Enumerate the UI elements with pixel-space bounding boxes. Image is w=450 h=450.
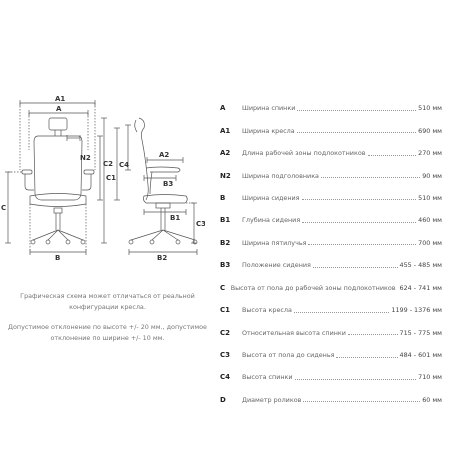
label-c1: C1 xyxy=(106,174,116,182)
label-b: B xyxy=(55,254,60,262)
spec-row: C Высота от пола до рабочей зоны подлокот… xyxy=(220,277,442,299)
spec-name: Ширина подголовника xyxy=(242,171,321,180)
dotted-leader xyxy=(367,154,417,156)
spec-value: 510 мм xyxy=(416,193,442,202)
spec-row: C1 Высота кресла 1199 - 1376 мм xyxy=(220,299,442,321)
dotted-leader xyxy=(312,266,398,268)
spec-name: Ширина пятилучья xyxy=(242,238,309,247)
spec-row: A Ширина спинки 510 мм xyxy=(220,97,442,119)
spec-name: Высота кресла xyxy=(242,306,294,315)
spec-table: A Ширина спинки 510 мм A1 Ширина кресла 690 м… xyxy=(220,97,442,411)
dotted-leader xyxy=(301,199,417,201)
dotted-leader xyxy=(347,334,398,336)
front-view-chair xyxy=(5,100,107,255)
label-b2: B2 xyxy=(157,254,167,262)
label-a2: A2 xyxy=(159,151,169,159)
spec-name: Ширина спинки xyxy=(242,104,298,113)
dotted-leader xyxy=(303,401,421,403)
spec-value: 1199 - 1376 мм xyxy=(389,306,442,315)
label-a1: A1 xyxy=(55,95,65,103)
spec-value: 710 мм xyxy=(416,373,442,382)
dotted-leader xyxy=(296,132,417,134)
spec-row: C4 Высота спинки 710 мм xyxy=(220,366,442,388)
spec-code: B3 xyxy=(220,261,231,270)
spec-code: A1 xyxy=(220,126,231,135)
spec-name: Ширина кресла xyxy=(242,126,297,135)
label-c3: C3 xyxy=(196,220,205,228)
spec-code: N2 xyxy=(220,171,231,180)
label-n2: N2 xyxy=(80,154,91,162)
spec-value: 484 - 601 мм xyxy=(397,351,442,360)
spec-value: 510 мм xyxy=(416,104,442,113)
dotted-leader xyxy=(294,378,417,380)
spec-row: A1 Ширина кресла 690 мм xyxy=(220,119,442,141)
side-view-chair xyxy=(114,117,198,255)
spec-row: C2 Относительная высота спинки 715 - 775 м… xyxy=(220,321,442,343)
spec-code: D xyxy=(220,395,226,404)
note-tolerance: Допустимое отклонение по высоте +/- 20 м… xyxy=(8,323,207,342)
spec-name: Высота спинки xyxy=(242,373,295,382)
spec-value: 90 мм xyxy=(420,171,442,180)
spec-value: 715 - 775 мм xyxy=(397,328,442,337)
chair-dimension-drawings: A1 A N2 C2 C1 C B A2 B3 B1 C3 C4 B2 xyxy=(0,90,205,270)
spec-code: C1 xyxy=(220,306,231,315)
label-c4: C4 xyxy=(119,161,129,169)
spec-name: Глубина сидения xyxy=(242,216,303,225)
spec-row: N2 Ширина подголовника 90 мм xyxy=(220,164,442,186)
label-c2: C2 xyxy=(103,160,113,168)
spec-code: B xyxy=(220,193,226,202)
spec-row: B3 Положение сидения 455 - 485 мм xyxy=(220,254,442,276)
spec-code: C xyxy=(220,283,226,292)
spec-value: 270 мм xyxy=(416,149,442,158)
label-b3: B3 xyxy=(163,180,173,188)
spec-value: 700 мм xyxy=(416,238,442,247)
dotted-leader xyxy=(320,177,421,179)
spec-name: Ширина сидения xyxy=(242,193,302,202)
chair-drawing-svg: A1 A N2 C2 C1 C B A2 B3 B1 C3 C4 B2 xyxy=(1,95,205,262)
note-drawing-disclaimer: Графическая схема может отличаться от ре… xyxy=(20,292,195,311)
spec-value: 690 мм xyxy=(416,126,442,135)
spec-code: B1 xyxy=(220,216,231,225)
dotted-leader xyxy=(308,244,417,246)
spec-name: Диаметр роликов xyxy=(242,395,304,404)
spec-code: A2 xyxy=(220,149,231,158)
spec-row: C3 Высота от пола до сиденья 484 - 601 мм xyxy=(220,344,442,366)
spec-row: B Ширина сидения 510 мм xyxy=(220,187,442,209)
spec-code: A xyxy=(220,104,226,113)
spec-name: Положение сидения xyxy=(242,261,313,270)
spec-name: Высота от пола до рабочей зоны подлокотн… xyxy=(230,283,398,292)
dotted-leader xyxy=(302,221,417,223)
spec-name: Относительная высота спинки xyxy=(242,328,348,337)
spec-code: B2 xyxy=(220,238,231,247)
dotted-leader xyxy=(297,109,417,111)
spec-code: C2 xyxy=(220,328,231,337)
label-b1: B1 xyxy=(170,214,180,222)
spec-value: 460 мм xyxy=(416,216,442,225)
spec-value: 455 - 485 мм xyxy=(397,261,442,270)
label-c: C xyxy=(1,204,6,212)
spec-name: Длина рабочей зоны подлокотников xyxy=(242,149,368,158)
spec-row: D Диаметр роликов 60 мм xyxy=(220,389,442,411)
dotted-leader xyxy=(336,356,398,358)
spec-code: C3 xyxy=(220,351,231,360)
spec-row: B1 Глубина сидения 460 мм xyxy=(220,209,442,231)
dotted-leader xyxy=(293,311,390,313)
spec-value: 624 - 741 мм xyxy=(397,283,442,292)
label-a: A xyxy=(56,105,62,113)
spec-value: 60 мм xyxy=(420,395,442,404)
spec-row: B2 Ширина пятилучья 700 мм xyxy=(220,232,442,254)
spec-code: C4 xyxy=(220,373,231,382)
spec-name: Высота от пола до сиденья xyxy=(242,351,337,360)
spec-row: A2 Длина рабочей зоны подлокотников 270 мм xyxy=(220,142,442,164)
